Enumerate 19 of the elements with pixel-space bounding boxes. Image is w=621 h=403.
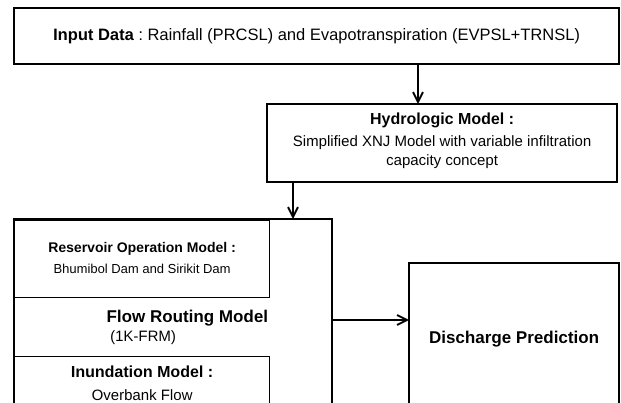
arrow: [287, 183, 299, 218]
arrow: [412, 65, 424, 103]
box-heading: Reservoir Operation Model :: [47, 239, 237, 256]
box-heading: Flow Routing Model: [106, 306, 268, 328]
process-box: [15, 220, 270, 298]
box-description: Bhumibol Dam and Sirikit Dam: [52, 261, 232, 278]
box-heading: Discharge Prediction: [428, 327, 600, 348]
box-description: Simplified XNJ Model with variable infiltration capacity concept: [292, 133, 592, 170]
process-box: [13, 7, 620, 65]
arrow: [333, 314, 408, 326]
box-description: (1K-FRM): [109, 328, 177, 347]
box-description: Overbank Flow: [90, 387, 194, 403]
process-box: [13, 218, 333, 403]
process-box: [408, 262, 620, 403]
box-heading: Inundation Model :: [70, 363, 214, 383]
process-box: [266, 103, 618, 183]
box-heading: Hydrologic Model :: [369, 110, 515, 130]
process-box: [15, 356, 270, 403]
input-data-text: Input Data : Rainfall (PRCSL) and Evapotranspiration (EVPSL+TRNSL): [52, 25, 581, 46]
